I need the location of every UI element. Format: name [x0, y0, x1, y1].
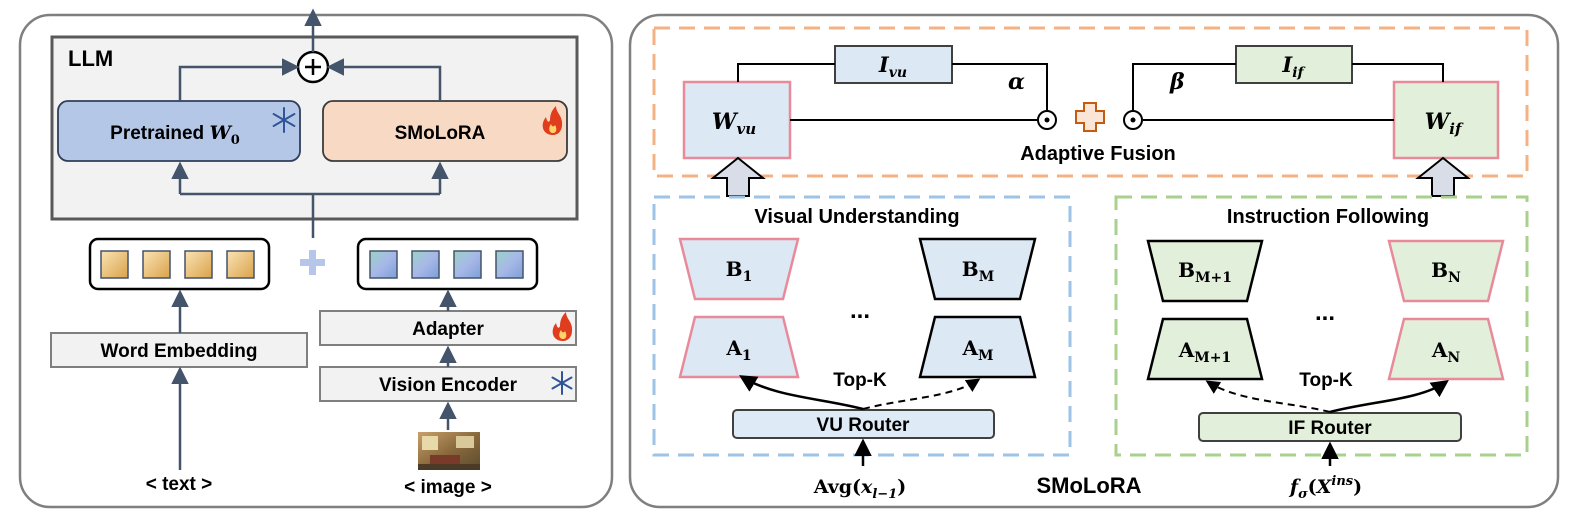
w-vu-box [682, 80, 792, 160]
expert-b1-label: B1 [726, 257, 753, 285]
if-ellipsis: ... [1315, 299, 1335, 326]
vu-up-block-arrow [710, 156, 766, 197]
vu-circuit-right [952, 63, 1048, 110]
expert-bn [1387, 239, 1505, 303]
text-token-4 [226, 250, 255, 279]
i-if-label: Iif [1281, 52, 1306, 81]
if-up-block-arrow [1415, 156, 1471, 197]
text-token-row [88, 237, 271, 291]
right-panel-frame [628, 13, 1560, 509]
expert-bm1 [1146, 239, 1264, 303]
expert-am1-label: AM+1 [1178, 338, 1232, 366]
visual-token-3 [453, 250, 482, 279]
expert-b1 [678, 237, 800, 301]
text-token-2 [142, 250, 171, 279]
instruction-following-region [1114, 195, 1529, 457]
expert-bn-label: BN [1431, 258, 1461, 286]
alpha-label: α [1008, 69, 1025, 95]
adaptive-fusion-label: Adaptive Fusion [1020, 143, 1176, 165]
visual-token-1 [369, 250, 398, 279]
if-router-box [1198, 412, 1462, 442]
if-router-to-am1-arrow [1205, 380, 1331, 413]
i-if-box [1235, 45, 1353, 84]
w-vu-label: Wvu [712, 109, 756, 138]
vision-encoder-label: Vision Encoder [379, 375, 518, 396]
visual-token-4 [495, 250, 524, 279]
word-embedding-label: Word Embedding [101, 341, 258, 362]
fire-icon-core [559, 330, 567, 339]
vu-circuit-top [737, 63, 835, 82]
fire-icon-core [549, 124, 557, 133]
w-if-box [1392, 80, 1500, 160]
expert-an-label: AN [1431, 338, 1461, 366]
expert-bm [918, 237, 1037, 301]
smolora-panel-title: SMoLoRA [1036, 473, 1141, 498]
pretrained-to-sum-arrow [178, 58, 300, 101]
expert-am1 [1146, 317, 1264, 381]
instruction-following-title: Instruction Following [1227, 206, 1429, 228]
beta-label: β [1169, 69, 1185, 95]
if-node-dot [1130, 117, 1136, 123]
visual-understanding-title: Visual Understanding [754, 206, 959, 228]
vu-router-to-a1-arrow [739, 375, 864, 411]
visual-token-row [356, 237, 539, 291]
expert-bm-label: BM [962, 257, 994, 285]
if-router-to-an-arrow [1329, 380, 1449, 414]
expert-an [1387, 317, 1505, 381]
vu-ellipsis: ... [850, 297, 870, 324]
input-image-thumbnail [418, 432, 480, 470]
visual-token-2 [411, 250, 440, 279]
vu-router-box [732, 409, 995, 439]
adaptive-fusion-region [652, 26, 1529, 178]
if-router-input-label: fσ(Xins) [1288, 474, 1362, 502]
fusion-plus-icon [1075, 102, 1105, 132]
smolora-to-sum-arrow [326, 58, 442, 101]
text-input-label: < text > [146, 474, 213, 495]
smolora-left-label: SMoLoRA [395, 123, 486, 144]
if-router-label: IF Router [1288, 418, 1372, 439]
expert-am-label: AM [961, 336, 993, 364]
concat-plus-icon [300, 250, 325, 275]
expert-a1 [678, 315, 800, 379]
expert-a1-label: A1 [725, 336, 751, 364]
if-circuit-top [1352, 63, 1444, 82]
text-token-3 [184, 250, 213, 279]
fire-icon [542, 106, 563, 135]
text-token-1 [100, 250, 129, 279]
fire-icon [552, 312, 573, 341]
if-circuit-left [1132, 63, 1236, 110]
image-input-label: < image > [404, 477, 492, 498]
expert-am [918, 315, 1037, 379]
if-top-k-label: Top-K [1299, 370, 1353, 391]
w-if-label: Wif [1425, 109, 1464, 138]
expert-bm1-label: BM+1 [1178, 258, 1232, 286]
vu-router-input-label: Avg(xl−1) [813, 476, 907, 502]
vu-top-k-label: Top-K [833, 370, 887, 391]
snowflake-icon [272, 107, 296, 133]
vu-router-to-am-arrow [862, 378, 981, 410]
vu-router-label: VU Router [817, 415, 911, 436]
adapter-box [319, 310, 577, 346]
llm-label: LLM [68, 46, 113, 71]
pretrained-label: Pretrained W0 [110, 122, 240, 148]
i-vu-label: Ivu [878, 52, 907, 81]
smolora-box [322, 100, 568, 162]
snowflake-icon [551, 371, 573, 395]
vu-node-dot [1044, 117, 1050, 123]
adapter-label: Adapter [412, 319, 484, 340]
